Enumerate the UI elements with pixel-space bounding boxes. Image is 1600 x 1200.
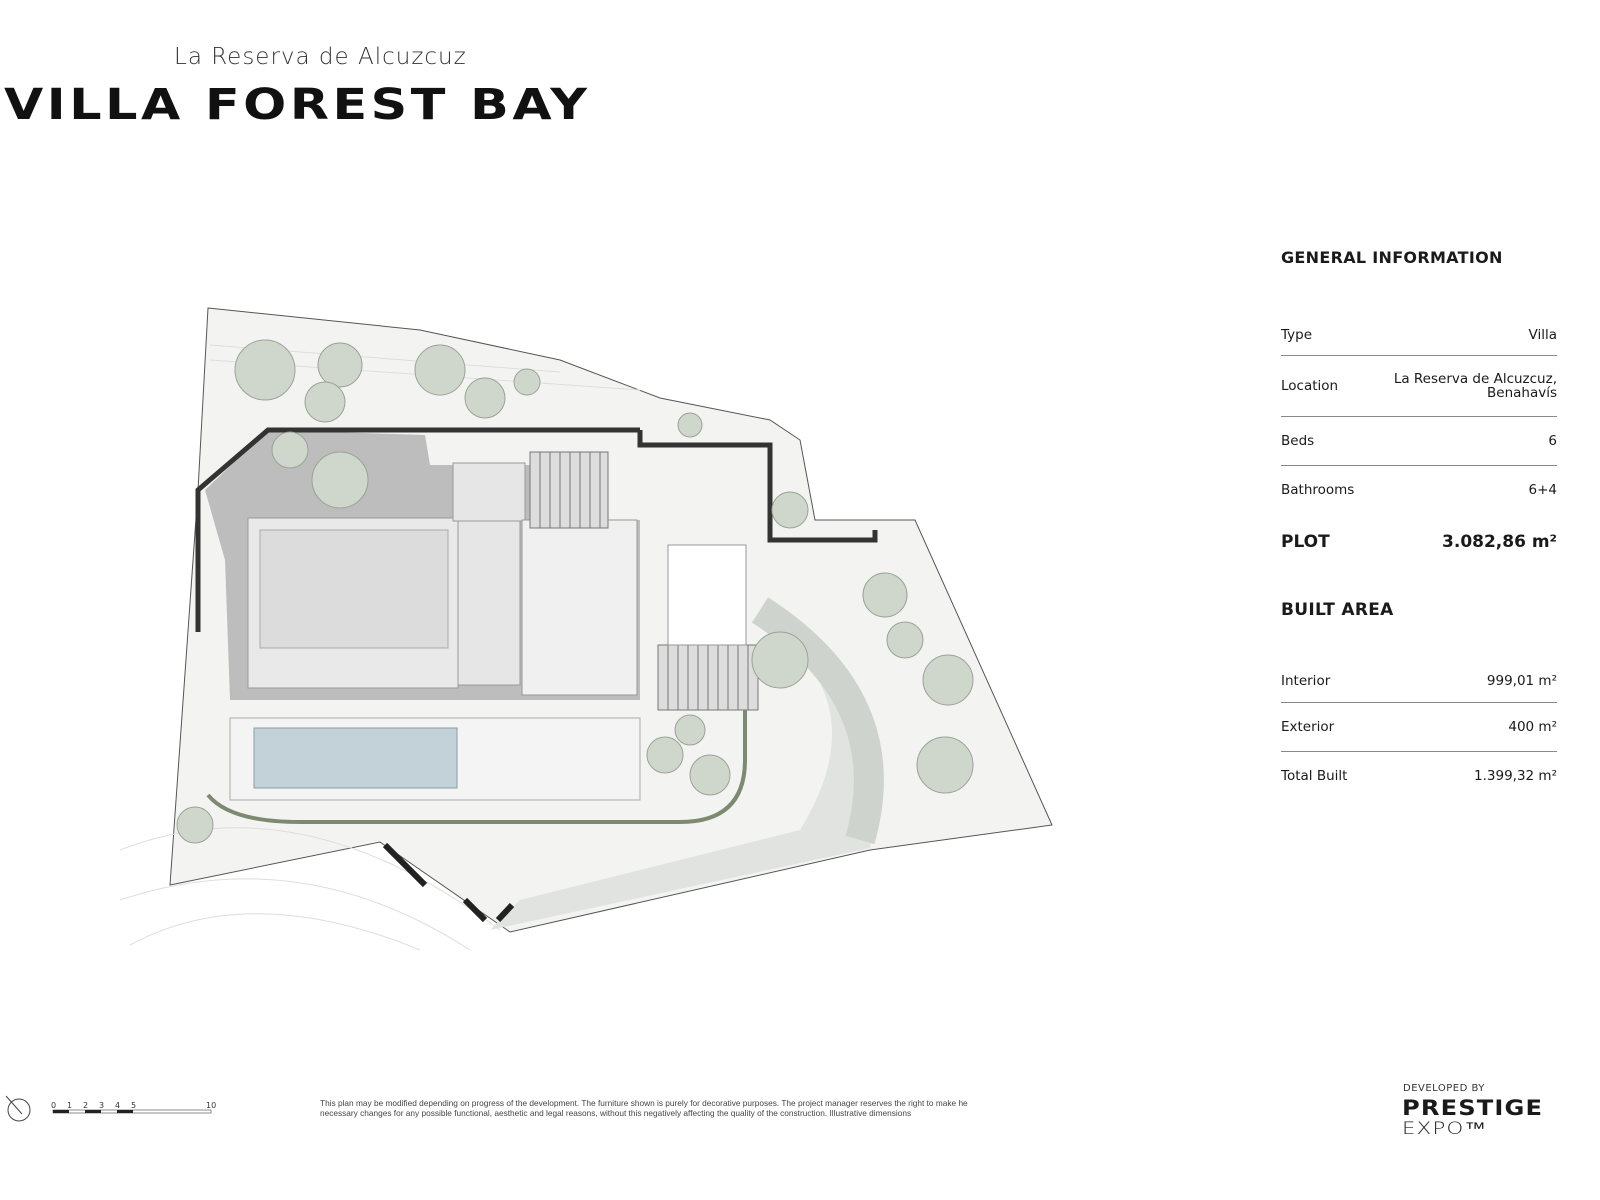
driveway	[490, 620, 876, 930]
row-value: 400 m²	[1508, 719, 1557, 735]
info-row-type: Type Villa	[1281, 315, 1557, 356]
scale-bar: 0 1 2 3 4 5 10	[5, 1095, 216, 1122]
info-panel: GENERAL INFORMATION Type Villa Location La…	[1281, 248, 1557, 800]
page-title: VILLA FOREST BAY	[4, 80, 591, 130]
scale-tick: 0	[51, 1101, 56, 1110]
scale-tick: 5	[131, 1101, 136, 1110]
roof-panel	[259, 529, 449, 649]
north-arrow-icon	[5, 1095, 31, 1122]
developer-logo-line-2: EXPO™	[1402, 1119, 1488, 1139]
row-label: Bathrooms	[1281, 482, 1355, 498]
row-value: La Reserva de Alcuzcuz,Benahavís	[1394, 372, 1557, 400]
info-row-beds: Beds 6	[1281, 417, 1557, 466]
scale-tick: 4	[115, 1101, 120, 1110]
developer-logo-line-1: PRESTIGE	[1402, 1096, 1544, 1120]
garage-roof	[667, 544, 747, 646]
row-label: Location	[1281, 378, 1339, 394]
location-line-1: La Reserva de Alcuzcuz,	[1393, 371, 1557, 387]
terrace	[521, 519, 638, 696]
row-label: Total Built	[1281, 768, 1348, 784]
row-value: 1.399,32 m²	[1474, 768, 1557, 784]
site-plan	[119, 307, 1053, 951]
pergola-east	[657, 644, 759, 711]
project-subtitle: La Reserva de Alcuzcuz	[174, 44, 467, 70]
curved-terrace	[751, 597, 884, 845]
roof-wing-north	[452, 462, 526, 522]
disclaimer-line-1: This plan may be modified depending on p…	[320, 1098, 968, 1108]
row-label: Beds	[1281, 433, 1315, 449]
scale-tick: 1	[67, 1101, 72, 1110]
row-label: Interior	[1281, 673, 1331, 689]
pergola-north	[529, 451, 609, 529]
trees	[176, 339, 974, 844]
scale-tick: 2	[83, 1101, 88, 1110]
plot-label: PLOT	[1281, 532, 1330, 552]
swimming-pool	[253, 727, 458, 789]
info-row-location: Location La Reserva de Alcuzcuz,Benahavís	[1281, 356, 1557, 417]
row-value: 6	[1548, 433, 1557, 449]
plot-row: PLOT 3.082,86 m²	[1281, 532, 1557, 552]
row-value: Villa	[1528, 327, 1557, 343]
scale-tick: 3	[99, 1101, 104, 1110]
info-row-bathrooms: Bathrooms 6+4	[1281, 466, 1557, 514]
scale-tick: 10	[206, 1101, 216, 1110]
developed-by-label: DEVELOPED BY	[1403, 1083, 1485, 1094]
roof-wing	[457, 519, 521, 686]
disclaimer-line-2: necessary changes for any possible funct…	[320, 1108, 912, 1118]
built-row-total: Total Built 1.399,32 m²	[1281, 752, 1557, 800]
retaining-wall	[195, 427, 878, 632]
built-area-heading: BUILT AREA	[1281, 600, 1394, 620]
row-label: Exterior	[1281, 719, 1335, 735]
row-value: 999,01 m²	[1486, 673, 1557, 689]
row-value: 6+4	[1528, 482, 1558, 498]
garden-wall	[206, 710, 747, 824]
built-row-interior: Interior 999,01 m²	[1281, 660, 1557, 703]
disclaimer: This plan may be modified depending on p…	[320, 1098, 968, 1118]
plot-value: 3.082,86 m²	[1442, 532, 1557, 552]
general-info-heading: GENERAL INFORMATION	[1281, 248, 1503, 267]
location-line-2: Benahavís	[1487, 385, 1557, 401]
entrance-walls	[382, 842, 515, 923]
built-row-exterior: Exterior 400 m²	[1281, 703, 1557, 752]
row-label: Type	[1281, 327, 1313, 343]
